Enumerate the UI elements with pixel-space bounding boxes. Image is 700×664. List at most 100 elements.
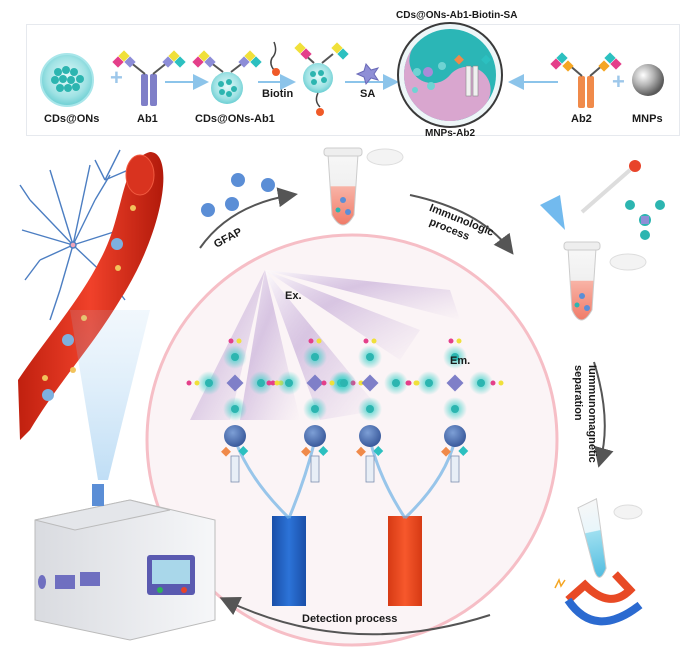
label-detection-process: Detection process	[302, 613, 398, 625]
cd-dot	[477, 379, 485, 387]
cd-dot	[366, 405, 374, 413]
neuron-icon	[19, 149, 141, 321]
cd-dot	[311, 405, 319, 413]
dna-helix	[450, 455, 460, 483]
streptavidin-core	[446, 374, 464, 392]
label-cds-ons-ab1: CDs@ONs-Ab1	[195, 113, 275, 125]
mnp-bead	[359, 425, 381, 447]
ab2-fab	[373, 446, 384, 456]
label-ab2: Ab2	[571, 113, 592, 125]
ab-tip	[363, 338, 369, 344]
biotin-linker	[270, 41, 277, 71]
gfap-molecules	[201, 173, 275, 217]
mnp-sphere-icon	[632, 64, 664, 96]
dna-helix	[365, 455, 375, 483]
label-sa: SA	[360, 88, 376, 100]
cd-dot	[451, 405, 459, 413]
ab-tip	[358, 380, 364, 386]
ab1-antibody	[112, 50, 186, 106]
cd-dot	[285, 379, 293, 387]
reagent-dropper	[540, 160, 665, 240]
ab2-fab	[441, 446, 451, 457]
separation-tube	[577, 498, 643, 578]
gfap-arrow	[199, 187, 298, 249]
cd-dot	[231, 405, 239, 413]
streptavidin-icon	[355, 62, 380, 86]
ab-tip	[498, 380, 504, 386]
label-excitation: Ex.	[285, 290, 302, 302]
cd-dot	[311, 353, 319, 361]
biotin-icon	[272, 68, 280, 76]
ab-tip	[448, 338, 454, 344]
sandwich-complex-icon	[397, 22, 503, 128]
separation-arrow	[593, 361, 614, 468]
streptavidin-core	[361, 374, 379, 392]
ab-tip	[321, 380, 327, 386]
dna-helix	[230, 455, 240, 483]
magnet-icon	[554, 571, 643, 626]
blood-vessel	[18, 152, 164, 440]
label-conjugate-bottom: MNPs-Ab2	[425, 128, 476, 139]
label-mnps: MNPs	[632, 113, 663, 125]
ab2-fab	[238, 446, 249, 456]
electrode-blue	[272, 516, 306, 606]
detection-instrument	[34, 484, 216, 641]
plus-icon: +	[612, 69, 625, 94]
cd-dot	[231, 353, 239, 361]
immunologic-arrow	[409, 194, 514, 255]
cd-dot	[392, 379, 400, 387]
ab-tip	[456, 338, 462, 344]
light-beam	[70, 310, 150, 480]
ab-tip	[186, 380, 192, 386]
electrode-red	[388, 516, 422, 606]
cd-dot	[425, 379, 433, 387]
ab-tip	[266, 380, 272, 386]
cd-dot	[366, 353, 374, 361]
ab2-fab	[356, 446, 366, 457]
plus-icon: +	[110, 65, 123, 90]
ab-tip	[406, 380, 412, 386]
cd-dot	[257, 379, 265, 387]
cds-ons-ab1-conjugate	[192, 50, 262, 104]
synthesis-panel	[26, 24, 680, 136]
detection-zoom-circle	[145, 233, 559, 647]
dna-tethers	[233, 439, 457, 520]
ab2-antibody	[550, 52, 622, 108]
streptavidin-core	[306, 374, 324, 392]
sample-tube	[323, 147, 404, 226]
ab-tip	[316, 338, 322, 344]
ab-tip	[270, 380, 276, 386]
cd-dot	[451, 353, 459, 361]
cd-dot	[340, 379, 348, 387]
label-separation: separation	[572, 365, 584, 421]
label-biotin: Biotin	[262, 88, 294, 100]
label-emission: Em.	[450, 355, 471, 367]
mnp-bead	[224, 425, 246, 447]
mnp-bead	[444, 425, 466, 447]
biotinylated-conjugate	[294, 42, 349, 116]
ab2-fab	[318, 446, 329, 456]
ab2-fab	[301, 446, 311, 457]
streptavidin-core	[226, 374, 244, 392]
gfap-in-blood	[42, 205, 136, 401]
ab-tip	[194, 380, 200, 386]
cd-dot	[205, 379, 213, 387]
label-ab1: Ab1	[137, 113, 158, 125]
mnp-bead	[304, 425, 326, 447]
ab-tip	[228, 338, 234, 344]
ab-tip	[371, 338, 377, 344]
dna-helix	[310, 455, 320, 483]
ab-tip	[274, 380, 280, 386]
ab-tip	[308, 338, 314, 344]
detection-arrow	[219, 597, 491, 636]
ab-tip	[236, 338, 242, 344]
ab-tip	[490, 380, 496, 386]
reaction-tube	[563, 241, 647, 321]
label-immunomagnetic: Iummunomagnetic	[586, 365, 598, 463]
ab-tip	[414, 380, 420, 386]
ab2-fab	[221, 446, 231, 457]
cds-ons-nanoparticle	[40, 53, 94, 107]
label-cds-ons: CDs@ONs	[44, 113, 100, 125]
ab2-fab	[458, 446, 469, 456]
